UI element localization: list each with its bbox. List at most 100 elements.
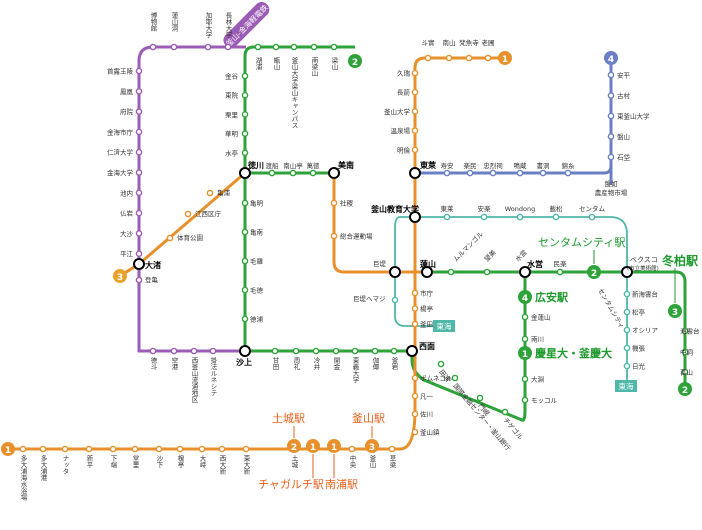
station-label: 中央 xyxy=(348,454,356,470)
station-label: 加耶大学 xyxy=(204,11,212,39)
east-sea-badge-2: 東海 xyxy=(615,380,637,392)
station-label: 明倫 xyxy=(397,145,411,154)
svg-text:1: 1 xyxy=(502,55,508,65)
station-label: 水亭 xyxy=(225,148,239,157)
station-label: 梁山 xyxy=(330,56,338,72)
station-dot xyxy=(521,396,529,404)
highlight-ticks xyxy=(293,426,373,478)
station-label: ポムネコル xyxy=(420,375,453,383)
station-dot xyxy=(424,54,432,62)
label-dongnae: 東萊 xyxy=(420,160,437,170)
svg-text:慶星大・釜慶大: 慶星大・釜慶大 xyxy=(535,346,612,360)
station-label: 亀明 xyxy=(250,199,264,208)
station-dot xyxy=(351,347,359,355)
station-label: 南梁山 xyxy=(310,56,318,78)
station-label: 華明 xyxy=(225,129,239,138)
station-dot xyxy=(204,43,212,51)
station-dot xyxy=(623,308,631,316)
station-label: 釜岩 xyxy=(390,356,398,372)
highlight-jagalchi: 1 チャガルチ駅 xyxy=(258,439,324,491)
station-dot xyxy=(241,315,249,323)
svg-text:3: 3 xyxy=(369,443,375,453)
line1-main xyxy=(8,56,505,451)
station-dot xyxy=(241,72,249,80)
station-label: 徳浦 xyxy=(250,315,264,324)
svg-text:1: 1 xyxy=(331,443,337,453)
station-label: 体育公園 xyxy=(177,233,203,242)
label-minam: 美南 xyxy=(338,160,354,170)
station-dot xyxy=(85,445,93,453)
highlight-busan: 釜山駅 3 xyxy=(352,411,385,453)
station-dot xyxy=(241,286,249,294)
station-dot xyxy=(607,153,615,161)
line2-east xyxy=(410,272,527,422)
station-dot xyxy=(241,257,249,265)
station-dot xyxy=(135,128,143,136)
station-dot xyxy=(447,268,455,276)
station-dot xyxy=(521,335,529,343)
station-dot xyxy=(135,67,143,75)
station-label: 仏岩 xyxy=(120,209,134,218)
station-label: 巨堤 xyxy=(373,259,387,268)
station-label: 亀浦 xyxy=(217,188,231,197)
station-dot xyxy=(607,92,615,99)
svg-text:釜山駅: 釜山駅 xyxy=(352,411,385,425)
station-label: 大淵 xyxy=(531,375,544,384)
station-dot xyxy=(480,213,488,221)
station-label: 草梁 xyxy=(388,454,396,470)
station-label: 盤如 xyxy=(605,179,618,188)
station-dots xyxy=(19,43,689,453)
station-label: センタムシティ xyxy=(596,287,626,331)
station-label: 凡一 xyxy=(420,393,434,401)
station-dot xyxy=(209,347,217,355)
station-label: 西大新 xyxy=(218,455,226,476)
station-dot xyxy=(348,445,356,453)
station-label: 池内 xyxy=(120,188,133,197)
station-label: 東釜山大学 xyxy=(617,112,650,121)
station-label: 東莱 xyxy=(441,204,455,213)
station-dot xyxy=(241,111,249,118)
station-dot xyxy=(388,445,396,453)
station-label: 鳳凰 xyxy=(120,88,134,96)
station-dot xyxy=(149,347,157,355)
station-dot xyxy=(135,276,143,284)
station-dot xyxy=(484,54,492,62)
station-dot xyxy=(564,169,572,177)
station-label: 南山亭 xyxy=(283,161,303,170)
station-label: 甑山 xyxy=(272,56,280,72)
station-dot xyxy=(61,445,69,453)
station-label: 釜山大学梁山キャンパス xyxy=(290,56,298,129)
svg-text:1: 1 xyxy=(522,350,528,360)
station-dot xyxy=(135,209,143,217)
station-dot xyxy=(466,169,474,177)
station-label: 南川 xyxy=(531,335,544,344)
station-dot xyxy=(268,169,276,177)
line3-orange-mid xyxy=(332,173,427,274)
station-label: 釜山大学 xyxy=(384,107,411,116)
station-label: 平江 xyxy=(120,250,134,258)
station-label: 多大浦港 xyxy=(39,454,47,483)
line2-east-badge: 2 xyxy=(678,382,692,396)
station-dot xyxy=(411,88,419,96)
station-label: 渡船 xyxy=(266,161,280,170)
station-dot xyxy=(135,250,143,257)
station-dot xyxy=(39,445,47,453)
station-dot xyxy=(190,347,198,355)
station-label: 望美 xyxy=(482,248,498,264)
station-dot xyxy=(681,327,689,335)
station-dot xyxy=(371,347,379,355)
station-dot xyxy=(411,374,419,382)
station-label: 鳴蔵 xyxy=(514,161,528,170)
station-label: 日光 xyxy=(632,362,646,371)
station-label: 市庁 xyxy=(420,289,434,298)
svg-text:4: 4 xyxy=(522,294,528,304)
station-dot xyxy=(411,428,419,436)
station-label: 老圃 xyxy=(482,38,495,47)
station-dot xyxy=(411,305,419,312)
station-label: 沙下 xyxy=(155,455,163,469)
highlight-kyungsung: 1 慶星大・釜慶大 xyxy=(518,346,612,360)
station-label: 長箭 xyxy=(397,88,411,97)
station-label: 石垈 xyxy=(617,153,631,162)
station-label: 仁済大学 xyxy=(107,148,134,157)
svg-text:南浦駅: 南浦駅 xyxy=(325,478,358,491)
